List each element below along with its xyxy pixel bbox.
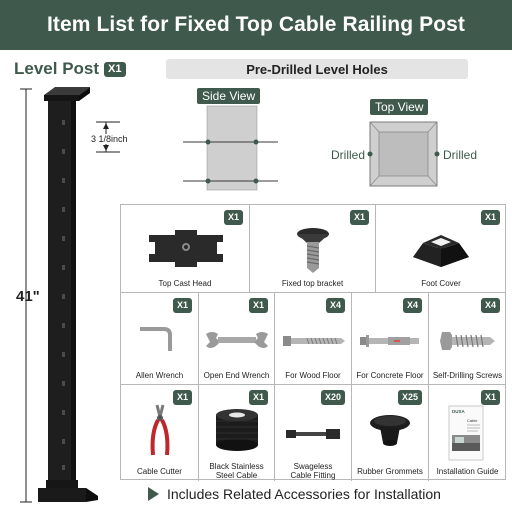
page-title: Item List for Fixed Top Cable Railing Po… bbox=[46, 13, 466, 36]
level-post-illustration bbox=[20, 87, 120, 503]
guide-booklet-icon: DUSA Cable bbox=[448, 405, 484, 461]
item-cell-open-end-wrench: X1 Open End Wrench bbox=[199, 293, 275, 385]
item-qty-badge: X4 bbox=[402, 298, 422, 313]
item-cell-self-drilling-screws: X4 Self-Drilling Screws bbox=[429, 293, 506, 385]
item-cell-top-cast-head: X1 Top Cast Head bbox=[121, 205, 250, 293]
item-cell-installation-guide: X1 DUSA Cable Installation Guide bbox=[429, 385, 506, 481]
cable-fitting-icon bbox=[286, 429, 340, 439]
post-height-label: 41" bbox=[16, 288, 40, 305]
item-qty-badge: X4 bbox=[480, 298, 500, 313]
item-qty-badge: X1 bbox=[480, 390, 500, 405]
item-label: Self-Drilling Screws bbox=[432, 371, 503, 380]
allen-wrench-icon bbox=[140, 327, 172, 351]
cast-head-icon bbox=[149, 230, 223, 267]
drilled-label-right: Drilled bbox=[443, 148, 478, 162]
drilled-label-left: Drilled bbox=[331, 148, 366, 162]
item-label: Top Cast Head bbox=[158, 279, 212, 288]
item-cell-fixed-top-bracket: X1 Fixed top bracket bbox=[250, 205, 376, 293]
item-qty-badge: X1 bbox=[248, 390, 268, 405]
item-qty-badge: X20 bbox=[320, 390, 345, 405]
item-qty-badge: X1 bbox=[172, 298, 192, 313]
item-label: Fixed top bracket bbox=[281, 279, 344, 288]
item-label: Cable Cutter bbox=[137, 467, 182, 476]
item-cell-rubber-grommets: X25 Rubber Grommets bbox=[352, 385, 429, 481]
top-view-tag: Top View bbox=[370, 99, 429, 115]
item-qty-badge: X1 bbox=[223, 210, 243, 225]
grommet-icon bbox=[370, 415, 410, 446]
item-label: Allen Wrench bbox=[135, 371, 184, 380]
lag-screw-icon bbox=[283, 336, 345, 346]
item-label: For Wood Floor bbox=[285, 371, 341, 380]
hole-views-illustration bbox=[183, 105, 440, 191]
item-qty-badge: X1 bbox=[480, 210, 500, 225]
footer-note: Includes Related Accessories for Install… bbox=[148, 486, 441, 502]
item-qty-badge: X1 bbox=[349, 210, 369, 225]
foot-cover-icon bbox=[413, 235, 469, 267]
item-qty-badge: X4 bbox=[325, 298, 345, 313]
cable-cutter-icon bbox=[150, 404, 170, 456]
items-grid: X1 Top Cast Head X1 Fixed top bracket X1 bbox=[120, 204, 506, 481]
pre-drilled-holes-title: Pre-Drilled Level Holes bbox=[246, 61, 388, 77]
item-label: Installation Guide bbox=[436, 467, 499, 476]
item-cell-concrete-floor: X4 For Concrete Floor bbox=[352, 293, 429, 385]
pre-drilled-holes-banner: Pre-Drilled Level Holes bbox=[166, 59, 468, 79]
footer-text: Includes Related Accessories for Install… bbox=[167, 486, 441, 502]
post-drilled-holes bbox=[62, 120, 65, 470]
item-cell-foot-cover: X1 Foot Cover bbox=[376, 205, 506, 293]
item-cell-cable-cutter: X1 Cable Cutter bbox=[121, 385, 199, 481]
screw-icon bbox=[440, 332, 495, 350]
item-qty-badge: X1 bbox=[248, 298, 268, 313]
play-arrow-icon bbox=[148, 487, 159, 501]
side-view-post bbox=[206, 105, 258, 191]
post-top-cap bbox=[44, 87, 90, 95]
item-cell-wood-floor: X4 For Wood Floor bbox=[275, 293, 352, 385]
side-view-tag: Side View bbox=[197, 88, 261, 104]
item-label: Rubber Grommets bbox=[357, 467, 423, 476]
guide-cable-text: Cable bbox=[467, 418, 478, 423]
level-post-heading: Level Post X1 bbox=[14, 59, 126, 79]
item-label: Open End Wrench bbox=[203, 371, 270, 380]
guide-brand-text: DUSA bbox=[452, 409, 466, 414]
item-cell-allen-wrench: X1 Allen Wrench bbox=[121, 293, 199, 385]
hole-spacing-label: 3 1/8inch bbox=[90, 134, 129, 144]
anchor-bolt-icon bbox=[360, 335, 419, 347]
item-label: Foot Cover bbox=[421, 279, 461, 288]
page-header: Item List for Fixed Top Cable Railing Po… bbox=[0, 0, 512, 50]
level-post-title: Level Post bbox=[14, 59, 100, 78]
wrench-icon bbox=[206, 332, 268, 348]
level-post-qty-badge: X1 bbox=[104, 61, 126, 77]
item-label: For Concrete Floor bbox=[356, 371, 424, 380]
cable-spool-icon bbox=[216, 409, 258, 451]
item-qty-badge: X1 bbox=[172, 390, 192, 405]
item-qty-badge: X25 bbox=[397, 390, 422, 405]
bolt-icon bbox=[297, 228, 329, 273]
